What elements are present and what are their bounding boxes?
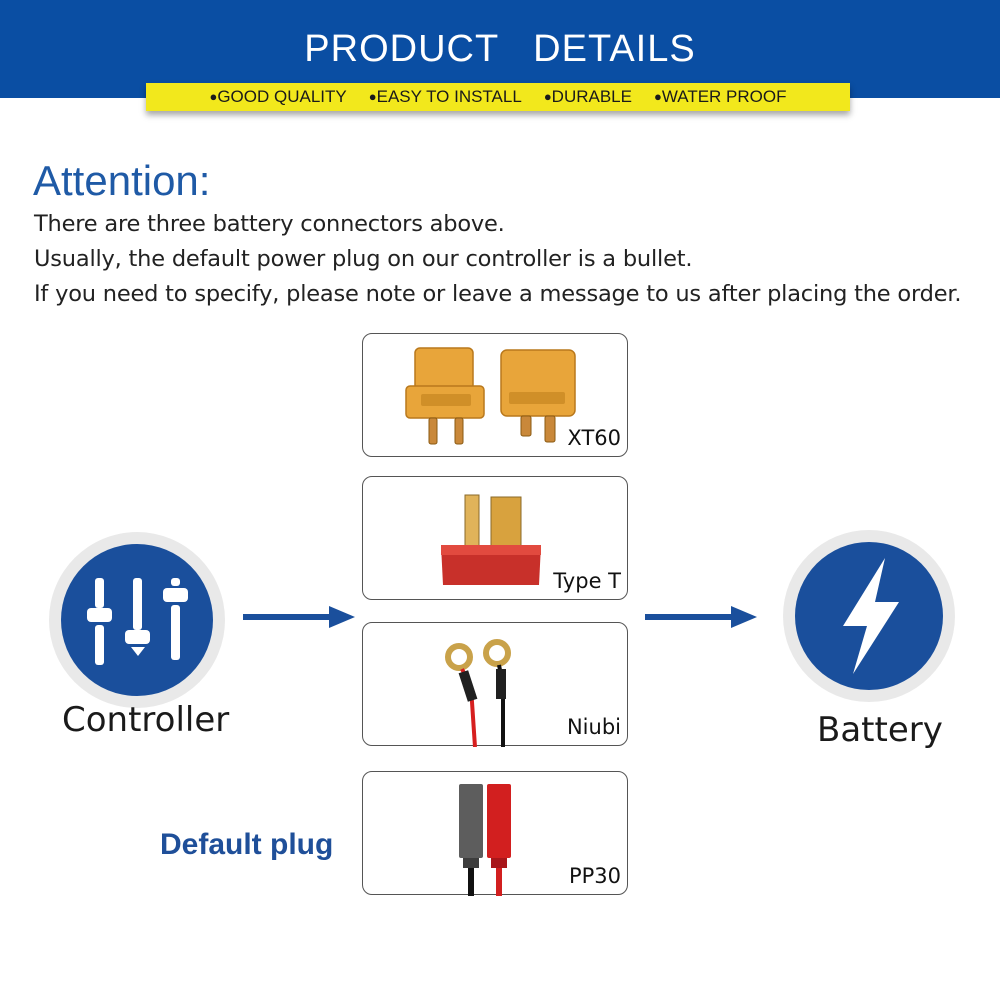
- controller-label: Controller: [62, 700, 230, 740]
- feature-item: ●GOOD QUALITY: [209, 87, 347, 106]
- connector-card-niubi: Niubi: [362, 622, 628, 747]
- arrow-right-icon: [243, 606, 355, 628]
- feature-item: ●WATER PROOF: [653, 87, 787, 106]
- attention-line: There are three battery connectors above…: [34, 211, 505, 237]
- connector-label: PP30: [568, 864, 621, 888]
- page-title: PRODUCT DETAILS: [304, 28, 696, 70]
- attention-line: Usually, the default power plug on our c…: [34, 246, 693, 272]
- controller-circle: [47, 530, 227, 715]
- arrow-right-icon: [645, 606, 757, 628]
- ring-terminal-connector-icon: [445, 639, 511, 747]
- lightning-bolt-icon: [783, 530, 955, 702]
- pp30-connector-icon: [459, 784, 511, 896]
- feature-item: ●DURABLE: [543, 87, 632, 106]
- t-plug-connector-icon: [441, 494, 541, 585]
- battery-label: Battery: [817, 710, 943, 750]
- header-banner: PRODUCT DETAILS: [0, 0, 1000, 98]
- connector-label: Niubi: [566, 715, 621, 739]
- connector-card-xt60: XT60: [362, 333, 628, 457]
- connector-card-type-t: Type T: [362, 476, 628, 600]
- feature-item: ●EASY TO INSTALL: [368, 87, 522, 106]
- default-plug-label: Default plug: [160, 828, 334, 861]
- sliders-icon: [49, 532, 225, 708]
- connector-label: Type T: [553, 569, 621, 593]
- attention-heading: Attention:: [33, 157, 211, 204]
- connector-label: XT60: [567, 426, 621, 450]
- feature-bar: ●GOOD QUALITY ●EASY TO INSTALL ●DURABLE …: [146, 83, 850, 111]
- battery-circle: [781, 528, 957, 709]
- attention-line: If you need to specify, please note or l…: [34, 281, 962, 307]
- xt60-connector-icon: [405, 347, 576, 445]
- connector-card-pp30: PP30: [362, 771, 628, 896]
